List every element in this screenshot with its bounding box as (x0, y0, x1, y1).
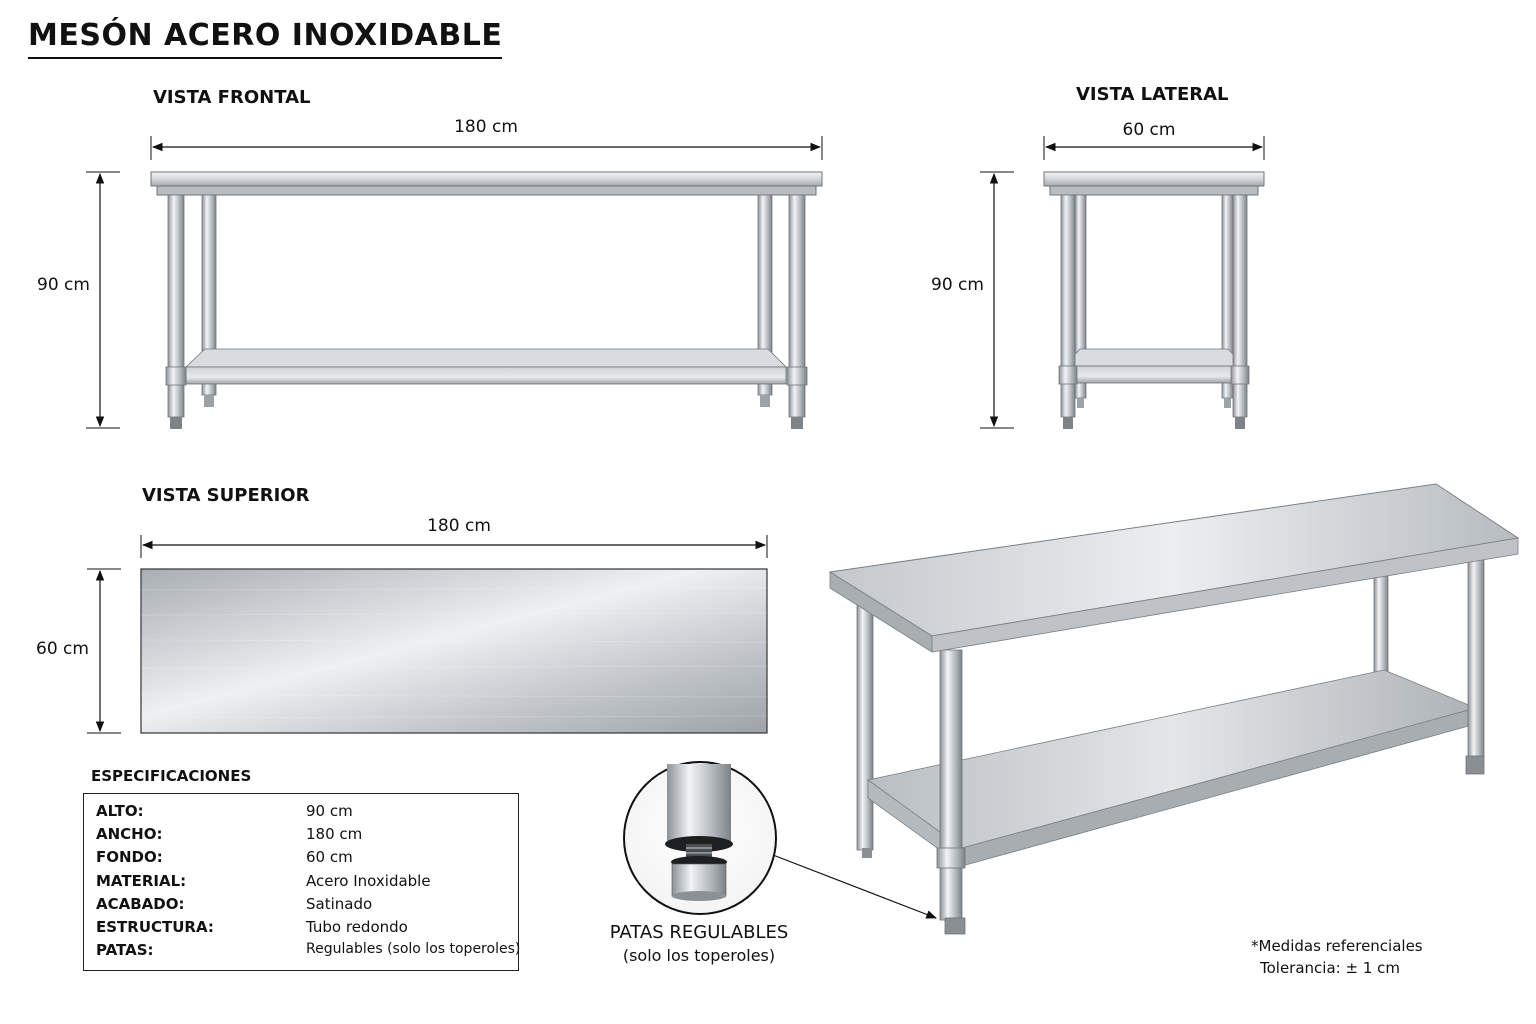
adjustable-foot-detail (623, 761, 777, 915)
page-title: MESÓN ACERO INOXIDABLE (28, 18, 503, 59)
top-view-label: VISTA SUPERIOR (142, 485, 310, 506)
spec-key: FONDO: (96, 848, 163, 866)
spec-value: 180 cm (306, 825, 363, 843)
detail-subtitle: (solo los toperoles) (622, 946, 776, 965)
spec-value: 90 cm (306, 802, 353, 820)
top-depth-dimension: 60 cm (36, 639, 89, 659)
specs-table: ALTO: 90 cm ANCHO: 180 cm FONDO: 60 cm M… (83, 793, 521, 971)
front-view-label: VISTA FRONTAL (153, 87, 311, 108)
spec-key: ACABADO: (96, 895, 185, 913)
side-height-dimension: 90 cm (931, 275, 984, 295)
side-width-dimension: 60 cm (1122, 120, 1176, 140)
spec-value: 60 cm (306, 848, 353, 866)
spec-key: ANCHO: (96, 825, 163, 843)
spec-value: Satinado (306, 895, 373, 913)
isometric-table-drawing (772, 483, 1520, 935)
specs-title: ESPECIFICACIONES (91, 767, 252, 785)
top-view-drawing (87, 535, 768, 734)
top-width-dimension: 180 cm (427, 516, 491, 536)
front-view-drawing (86, 136, 823, 429)
spec-key: ESTRUCTURA: (96, 918, 214, 936)
front-height-dimension: 90 cm (37, 275, 90, 295)
detail-title: PATAS REGULABLES (609, 922, 789, 943)
detail-caption: PATAS REGULABLES (solo los toperoles) (579, 922, 819, 965)
side-view-label: VISTA LATERAL (1076, 84, 1229, 105)
spec-value: Tubo redondo (306, 918, 408, 936)
spec-value: Regulables (solo los toperoles) (306, 941, 521, 957)
note-tolerance: Tolerancia: ± 1 cm (1260, 959, 1400, 977)
spec-key: ALTO: (96, 802, 144, 820)
spec-key: MATERIAL: (96, 872, 187, 890)
side-view-drawing (980, 136, 1265, 429)
spec-key: PATAS: (96, 941, 154, 959)
note-reference: *Medidas referenciales (1251, 937, 1423, 955)
front-width-dimension: 180 cm (454, 117, 518, 137)
spec-value: Acero Inoxidable (306, 872, 431, 890)
